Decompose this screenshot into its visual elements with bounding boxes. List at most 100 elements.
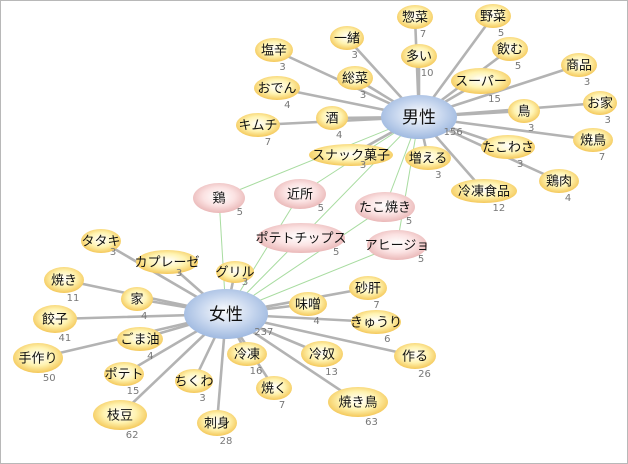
- hub-node-male-label: 男性: [402, 108, 436, 128]
- word-node-gyoza-label: 餃子: [42, 312, 68, 328]
- word-node-nomu-label: 飲む: [497, 42, 523, 58]
- word-node-souzai-label: 惣菜: [402, 11, 428, 26]
- word-node-souzai-bubble: [397, 5, 433, 29]
- word-node-edamame-count: 62: [126, 430, 139, 441]
- word-node-miso: 味噌4: [289, 292, 327, 327]
- word-node-oden-bubble: [254, 76, 300, 100]
- word-node-ooi-count: 10: [421, 68, 434, 79]
- word-node-gyoza-count: 41: [59, 333, 72, 344]
- word-node-sunagimo-count: 7: [373, 300, 379, 311]
- word-node-potato-count: 15: [127, 386, 140, 397]
- word-node-shohin-label: 商品: [566, 59, 592, 74]
- word-node-gomaabura-bubble: [117, 327, 163, 351]
- word-node-ouchi-count: 3: [604, 115, 610, 126]
- shared-node-takoyaki-label: たこ焼き: [359, 201, 411, 216]
- word-node-yaki-label: 焼き: [51, 274, 77, 289]
- shared-node-ajillo-count: 5: [418, 254, 424, 265]
- word-node-sashimi-count: 28: [220, 436, 233, 447]
- word-node-sunagimo-bubble: [349, 276, 387, 300]
- word-node-nomu-bubble: [492, 37, 528, 61]
- word-node-yaki-bubble: [44, 267, 84, 293]
- word-node-caprese-label: カプレーゼ: [134, 256, 199, 271]
- word-node-isshotsu: 一緒3: [330, 26, 364, 61]
- word-node-miso-bubble: [289, 292, 327, 316]
- word-node-tezukuri-bubble: [13, 343, 63, 373]
- word-node-sashimi: 刺身 28: [197, 410, 237, 447]
- word-node-isshotsu-bubble: [330, 26, 364, 50]
- word-node-ooi: 多い 10: [401, 44, 437, 79]
- word-node-miso-count: 4: [313, 316, 319, 327]
- hub-node-male: 男性 156: [381, 95, 463, 139]
- word-node-yasai-label: 野菜: [480, 10, 506, 25]
- word-node-kyuri-count: 6: [384, 334, 390, 345]
- word-node-kyuri-label: きゅうり: [350, 316, 402, 331]
- word-node-yakitori_f-bubble: [328, 387, 388, 417]
- shared-node-kinjo-count: 5: [318, 203, 324, 214]
- word-node-grill-label: グリル: [215, 266, 254, 281]
- word-node-yakitori_f-count: 63: [365, 417, 378, 428]
- edge-shared-male-chips: [300, 116, 420, 239]
- word-node-sozai2-label: 総菜: [342, 72, 368, 87]
- shared-node-kinjo-label: 近所: [287, 188, 313, 203]
- word-node-fueru-count: 3: [435, 170, 441, 181]
- word-node-tsukuru-label: 作る: [402, 350, 428, 365]
- word-node-takowasa-bubble: [481, 135, 535, 159]
- word-node-potato-bubble: [104, 362, 144, 386]
- word-node-gomaabura-label: ごま油: [120, 332, 159, 348]
- word-node-caprese-count: 3: [176, 268, 182, 279]
- word-node-shiokara: 塩辛3: [255, 38, 293, 73]
- word-node-edamame-bubble: [93, 400, 147, 430]
- word-node-shohin-count: 3: [584, 77, 590, 88]
- word-node-yakitori_m-count: 7: [599, 152, 605, 163]
- word-node-sake: 酒4: [316, 106, 348, 141]
- word-node-yaku: 焼く7: [256, 376, 292, 411]
- word-node-fueru-bubble: [405, 146, 451, 170]
- word-node-sashimi-label: 刺身: [204, 416, 230, 432]
- word-node-fueru-label: 増える: [409, 152, 448, 167]
- shared-node-takoyaki-count: 5: [406, 216, 412, 227]
- word-node-shohin: 商品 3: [561, 53, 597, 88]
- shared-node-chips-bubble: [257, 223, 345, 253]
- word-node-shiokara-count: 3: [279, 62, 285, 73]
- word-node-tezukuri-count: 50: [43, 373, 56, 384]
- word-node-yakitori_m-label: 焼鳥: [580, 134, 606, 149]
- word-node-nomu-count: 5: [515, 61, 521, 72]
- word-node-kimchi-count: 7: [265, 137, 271, 148]
- word-node-sake-count: 4: [336, 130, 342, 141]
- word-node-caprese-bubble: [136, 250, 198, 274]
- word-node-ouchi-bubble: [583, 91, 617, 115]
- word-node-yasai: 野菜5: [475, 4, 511, 39]
- word-node-yaku-bubble: [256, 376, 292, 400]
- word-node-ooi-label: 多い: [406, 49, 432, 65]
- shared-node-niwatori-bubble: [193, 183, 245, 213]
- hub-node-male-bubble: [381, 95, 457, 139]
- shared-node-ajillo-bubble: [367, 230, 427, 260]
- word-node-yakitori_m-bubble: [573, 128, 613, 152]
- word-node-sozai2-bubble: [337, 66, 373, 90]
- word-node-yasai-bubble: [475, 4, 511, 28]
- word-node-oden-label: おでん: [257, 82, 296, 97]
- word-node-toriniku-count: 4: [565, 193, 571, 204]
- word-node-tori-bubble: [508, 99, 540, 123]
- shared-node-takoyaki-bubble: [355, 192, 415, 222]
- word-node-oden-count: 4: [284, 100, 290, 111]
- shared-node-niwatori-label: 鶏: [212, 192, 225, 207]
- word-node-hiyayakko-label: 冷奴: [309, 347, 335, 363]
- word-node-toriniku: 鶏肉4: [539, 169, 579, 204]
- hub-node-male-count: 156: [444, 127, 463, 138]
